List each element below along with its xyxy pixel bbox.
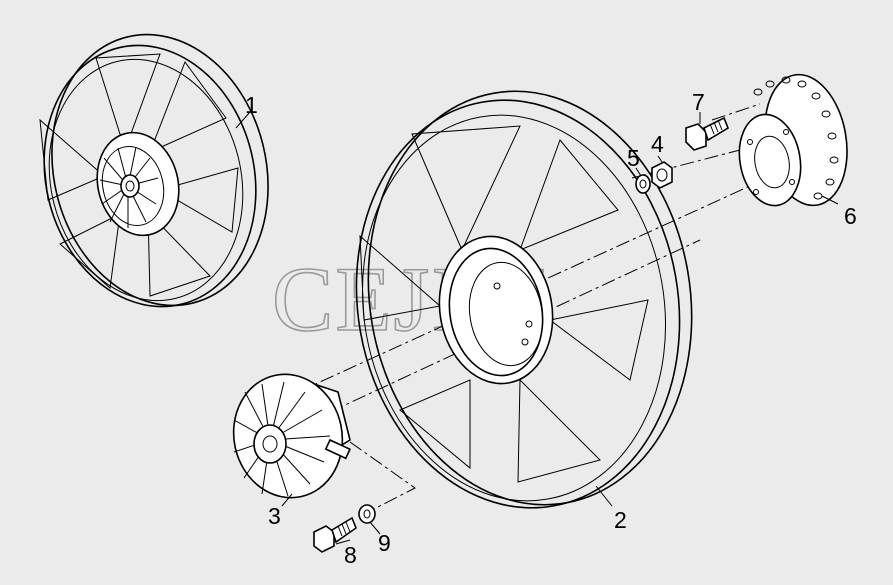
callout-9: 9 bbox=[378, 530, 391, 556]
callout-2: 2 bbox=[614, 507, 627, 533]
part-2-large-fan bbox=[355, 90, 693, 509]
part-6-hub-flange bbox=[738, 73, 848, 207]
callout-8: 8 bbox=[344, 542, 357, 568]
part-8-bolt bbox=[313, 516, 357, 553]
part-9-washer bbox=[358, 504, 376, 524]
part-1-small-fan bbox=[39, 33, 269, 308]
part-7-bolt bbox=[685, 116, 729, 151]
part-5-washer bbox=[635, 174, 651, 194]
callout-1: 1 bbox=[245, 92, 258, 118]
callout-6: 6 bbox=[844, 203, 857, 229]
leader-lines bbox=[235, 111, 839, 545]
callout-3: 3 bbox=[268, 503, 281, 529]
part-3-fan-clutch bbox=[232, 373, 352, 499]
callout-4: 4 bbox=[651, 131, 664, 157]
part-4-nut bbox=[651, 161, 673, 189]
callout-7: 7 bbox=[692, 89, 705, 115]
callout-5: 5 bbox=[627, 145, 640, 171]
